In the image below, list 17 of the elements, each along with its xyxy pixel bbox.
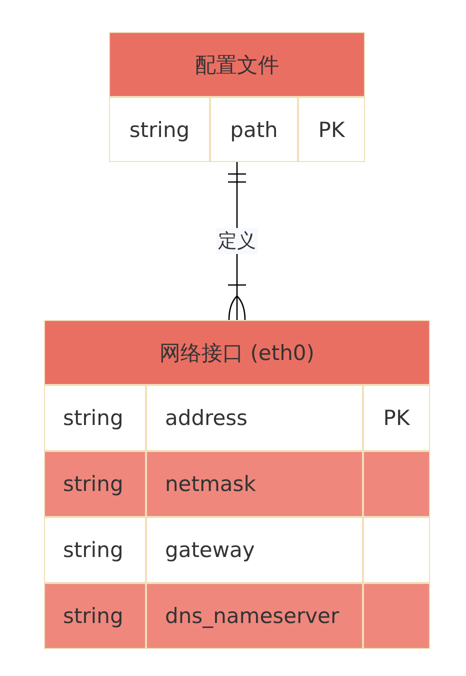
- entity-table: [44, 320, 430, 649]
- table-cell: PK: [363, 385, 430, 451]
- table-cell: string: [44, 385, 146, 451]
- table-cell: PK: [298, 97, 365, 162]
- table-cell: path: [210, 97, 298, 162]
- table-cell: dns_nameserver: [146, 583, 363, 649]
- table-cell: address: [146, 385, 363, 451]
- edge-label: 定义: [216, 228, 258, 254]
- table-cell: string: [44, 517, 146, 583]
- table-cell: gateway: [146, 517, 363, 583]
- table-cell: string: [44, 451, 146, 517]
- table-cell: string: [109, 97, 210, 162]
- entity-header: 网络接口 (eth0): [44, 320, 430, 385]
- entity-header: 配置文件: [109, 32, 365, 97]
- table-cell: string: [44, 583, 146, 649]
- table-cell: netmask: [146, 451, 363, 517]
- entity-table: [109, 32, 365, 162]
